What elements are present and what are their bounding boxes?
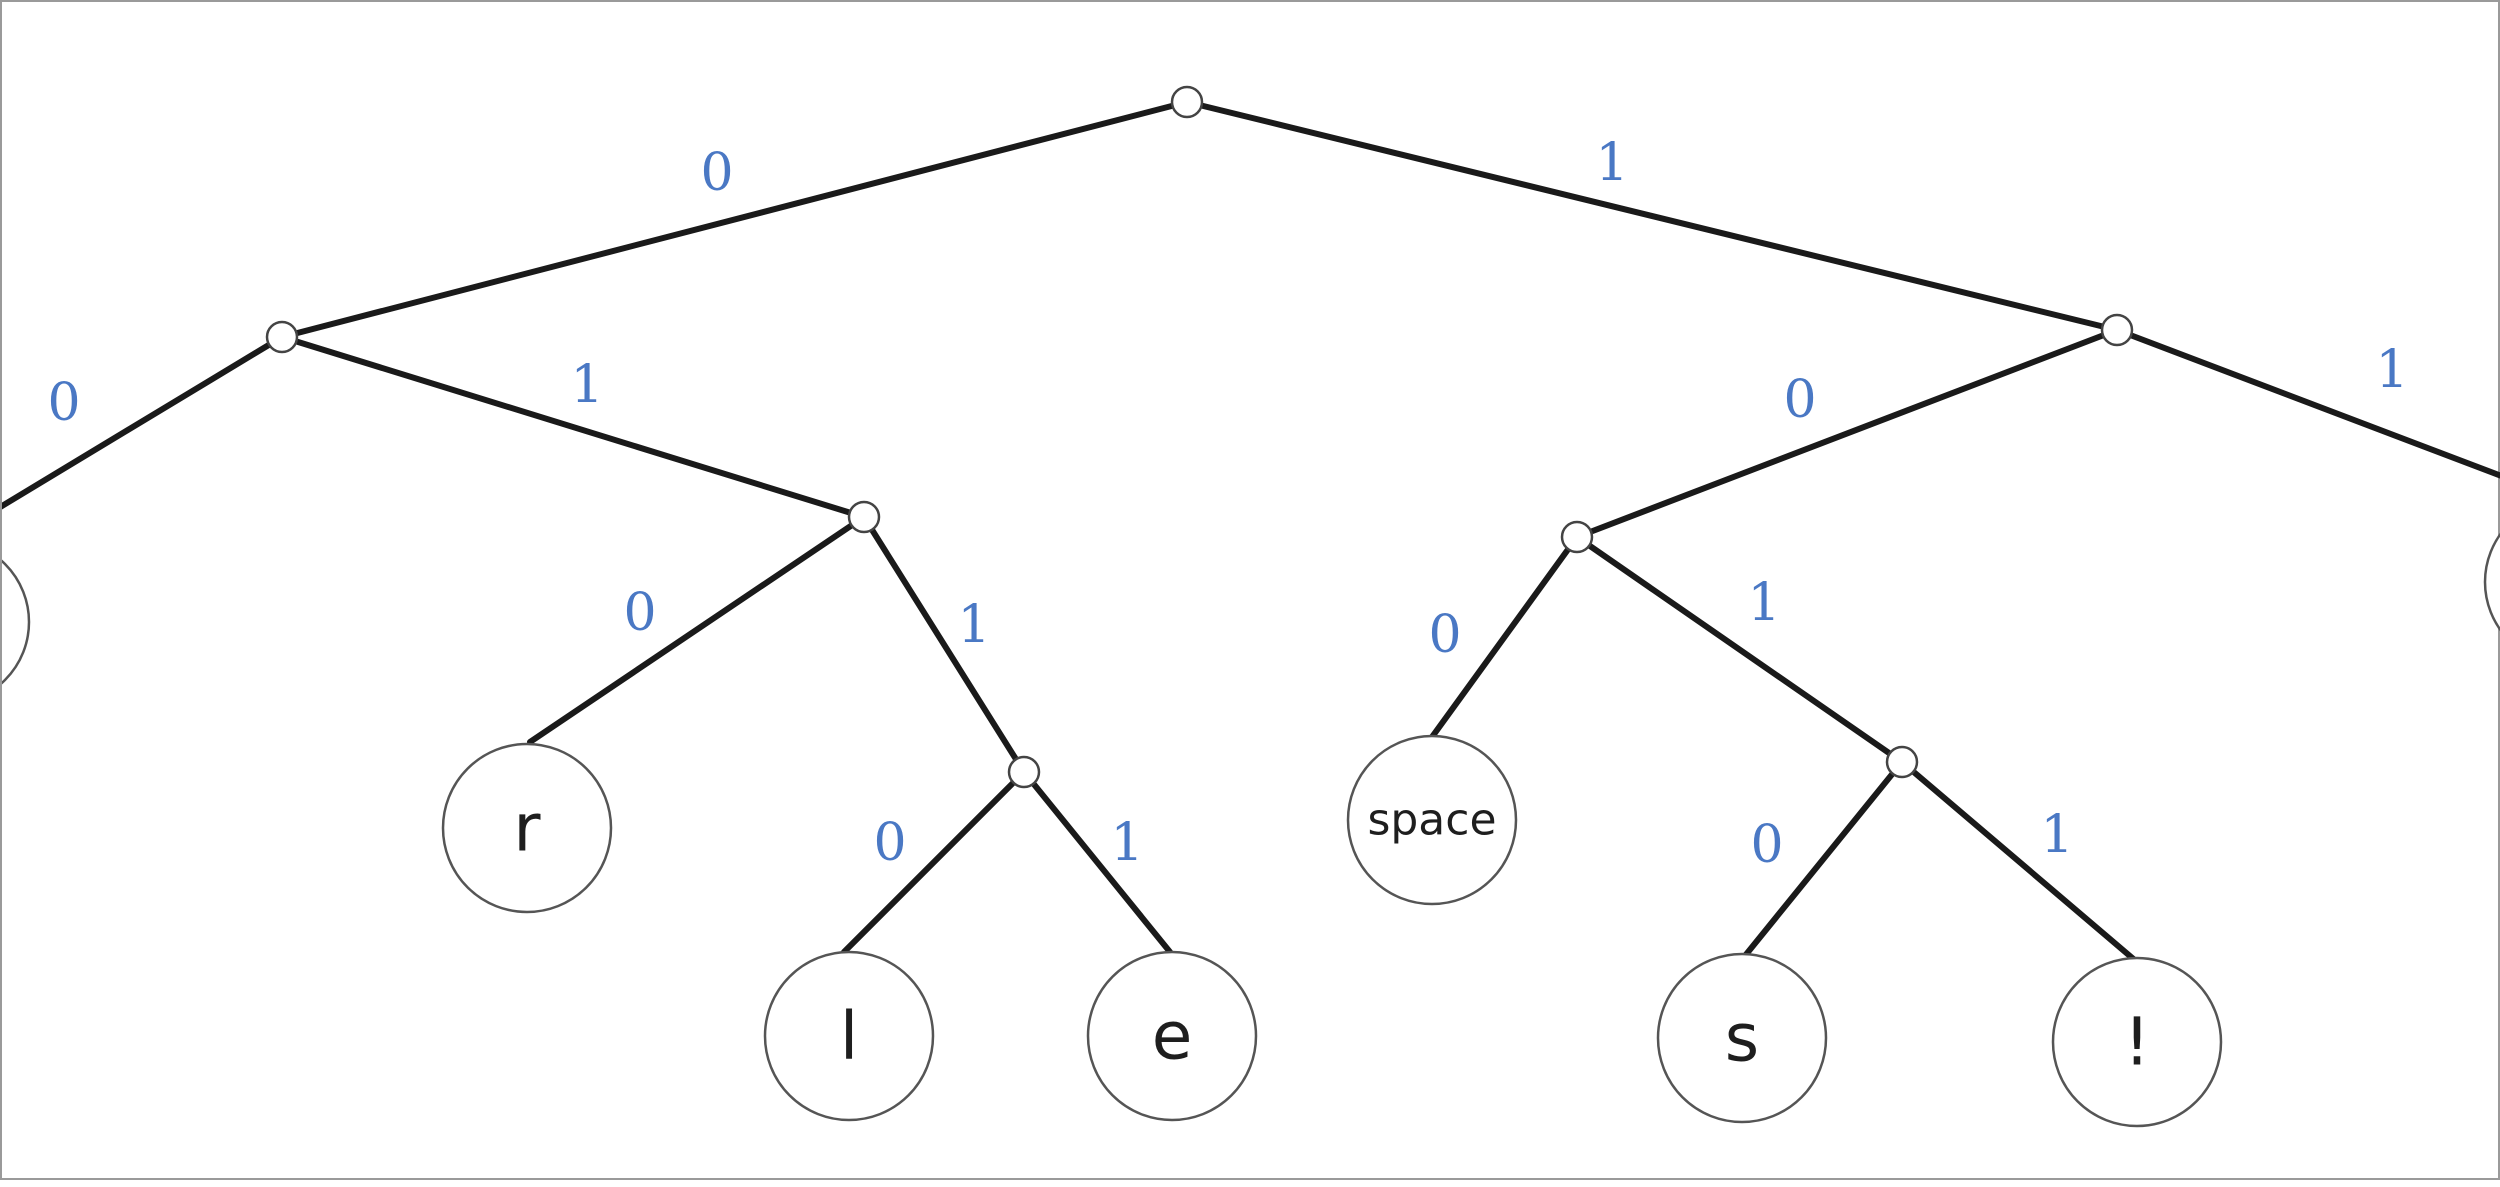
edge-R-right bbox=[2114, 327, 2500, 479]
leaf-e: e bbox=[1086, 950, 1258, 1122]
partial-leaf-right bbox=[2483, 532, 2500, 632]
edge-RLR-left bbox=[1741, 759, 1905, 960]
leaf-l-label: l bbox=[840, 998, 858, 1075]
edge-labels: 0 1 0 1 0 1 0 1 0 1 0 1 0 1 bbox=[47, 133, 2408, 875]
leaf-e-label: e bbox=[1152, 998, 1193, 1075]
edge-root-left bbox=[279, 99, 1190, 340]
leaf-r-label: r bbox=[513, 790, 541, 867]
leaf-s-label: s bbox=[1725, 1000, 1759, 1077]
internal-node-RLR bbox=[1885, 745, 1919, 779]
edge-LRR-left bbox=[841, 769, 1027, 955]
edge-label-R-right: 1 bbox=[2375, 340, 2408, 400]
edge-RL-right bbox=[1574, 534, 1905, 765]
edge-L-right bbox=[279, 334, 867, 520]
edge-label-R-left: 0 bbox=[1783, 370, 1816, 430]
edge-R-left bbox=[1574, 327, 2120, 540]
edge-label-LR-right: 1 bbox=[957, 595, 990, 655]
edge-LR-left bbox=[527, 514, 867, 745]
leaf-bang-label: ! bbox=[2124, 1004, 2150, 1081]
tree-edges bbox=[0, 99, 2500, 965]
edge-label-LRR-right: 1 bbox=[1110, 813, 1143, 873]
internal-node-root bbox=[1170, 85, 1204, 119]
edge-label-RLR-right: 1 bbox=[2040, 805, 2073, 865]
edge-label-LR-left: 0 bbox=[623, 583, 656, 643]
leaf-space-label: space bbox=[1367, 795, 1496, 846]
partial-leaf-nodes bbox=[0, 532, 2500, 687]
internal-node-L bbox=[265, 320, 299, 354]
internal-node-LR bbox=[847, 500, 881, 534]
internal-node-RL bbox=[1560, 520, 1594, 554]
edge-LR-right bbox=[861, 514, 1027, 775]
internal-nodes bbox=[265, 85, 2134, 789]
edge-L-left bbox=[0, 334, 285, 511]
edge-label-RLR-left: 0 bbox=[1750, 815, 1783, 875]
leaf-s: s bbox=[1656, 952, 1828, 1124]
edge-label-root-left: 0 bbox=[700, 143, 733, 203]
leaf-space: space bbox=[1346, 734, 1518, 906]
leaf-l: l bbox=[763, 950, 935, 1122]
edge-root-right bbox=[1184, 99, 2120, 333]
edge-label-L-right: 1 bbox=[570, 355, 603, 415]
edge-LRR-right bbox=[1021, 769, 1173, 955]
leaf-bang: ! bbox=[2051, 956, 2223, 1128]
edge-label-root-right: 1 bbox=[1595, 133, 1628, 193]
leaf-nodes: r l e space s ! bbox=[441, 734, 2223, 1128]
partial-leaf-left bbox=[0, 557, 31, 687]
internal-node-R bbox=[2100, 313, 2134, 347]
edge-RLR-right bbox=[1899, 759, 2140, 965]
edge-label-L-left: 0 bbox=[47, 373, 80, 433]
edge-label-RL-left: 0 bbox=[1428, 605, 1461, 665]
edge-label-RL-right: 1 bbox=[1747, 573, 1780, 633]
leaf-r: r bbox=[441, 742, 613, 914]
edge-RL-left bbox=[1429, 534, 1580, 740]
internal-node-LRR bbox=[1007, 755, 1041, 789]
edge-label-LRR-left: 0 bbox=[873, 813, 906, 873]
